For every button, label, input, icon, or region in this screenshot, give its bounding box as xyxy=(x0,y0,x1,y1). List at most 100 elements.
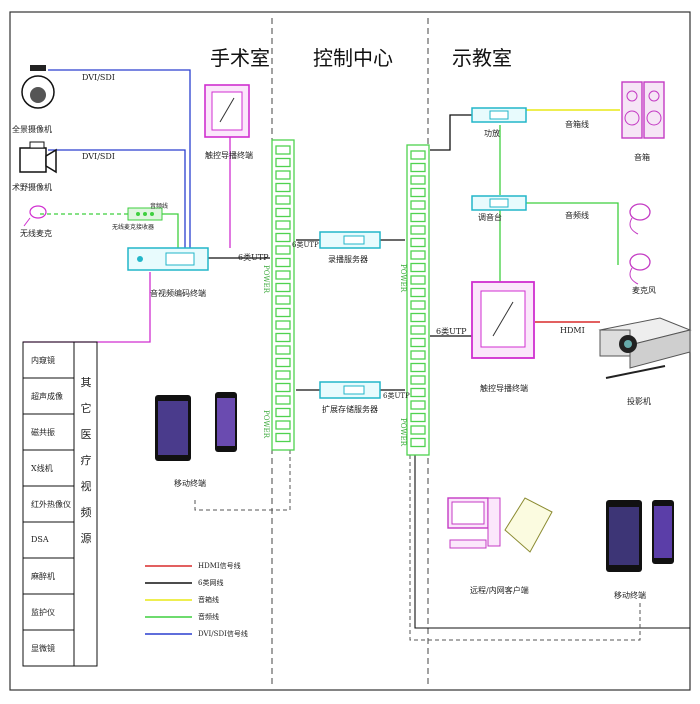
mobile-surgery-icon xyxy=(155,392,237,461)
remote-client-label: 远程/内网客户端 xyxy=(470,586,529,595)
switch-port xyxy=(275,245,291,255)
switch-port xyxy=(275,420,291,430)
legend-label: 6类网线 xyxy=(198,579,224,587)
other-sources-title-char: 源 xyxy=(80,532,92,545)
switch-port xyxy=(275,195,291,205)
touch-terminal-surgery-label: 触控导播终端 xyxy=(205,151,253,160)
wireless-receiver-icon xyxy=(127,207,163,221)
switch-port xyxy=(410,412,426,423)
other-source-item: 红外热像仪 xyxy=(31,500,71,509)
switch-port xyxy=(275,432,291,443)
switch-port xyxy=(275,282,291,293)
speaker-line-label: 音箱线 xyxy=(565,120,589,129)
switch-port xyxy=(275,395,291,405)
switch-port xyxy=(410,375,426,385)
audio-line-mic-label: 音频线 xyxy=(150,203,169,210)
switch-port xyxy=(410,262,426,273)
projector-icon xyxy=(598,317,692,379)
switch-demo xyxy=(406,144,430,456)
switch-port xyxy=(410,337,426,348)
switch-port xyxy=(275,257,291,268)
other-source-item: 超声成像 xyxy=(31,392,63,401)
hdmi-label: HDMI xyxy=(560,326,585,335)
switch-port xyxy=(410,425,426,435)
other-sources-title-char: 频 xyxy=(80,506,92,519)
switch-port xyxy=(410,175,426,185)
other-source-item: 磁共振 xyxy=(31,428,55,437)
zone-title-demo: 示教室 xyxy=(452,46,512,70)
switch-port xyxy=(275,332,291,343)
switch-port xyxy=(275,157,291,168)
utp-demo-label: 6类UTP xyxy=(436,327,467,336)
switch-port xyxy=(410,325,426,335)
switch-port xyxy=(275,357,291,368)
utp-storage-label: 6类UTP xyxy=(383,392,410,400)
wireless-mobile-demo xyxy=(409,455,641,641)
codec-to-sources-line xyxy=(23,272,151,343)
switch-port xyxy=(275,207,291,218)
other-sources-title-char: 疗 xyxy=(80,454,92,467)
wireless-mic-label: 无线麦克 xyxy=(20,229,52,238)
switch-port xyxy=(410,162,426,173)
switch-port xyxy=(410,362,426,373)
dvi-label-1: DVI/SDI xyxy=(82,73,115,82)
recording-server-icon xyxy=(319,231,381,249)
remote-client-icon xyxy=(447,497,553,553)
mic-audio-line xyxy=(160,213,179,248)
dvi-line-2 xyxy=(48,149,186,248)
wireless-receiver-label: 无线麦克接收器 xyxy=(112,224,155,231)
mobile-demo-label: 移动终端 xyxy=(614,591,646,600)
switch-port xyxy=(275,345,291,355)
amplifier-label: 功放 xyxy=(484,129,500,138)
mixer-mic-audio xyxy=(525,202,619,265)
switch-port xyxy=(275,307,291,318)
switch-demo-power-label-2: POWER xyxy=(399,418,407,447)
touch-terminal-surgery-icon xyxy=(204,84,250,138)
switch-port xyxy=(410,387,426,398)
switch-port xyxy=(410,237,426,248)
other-source-item: 麻醉机 xyxy=(31,572,55,581)
storage-server-label: 扩展存储服务器 xyxy=(322,405,378,414)
touch-terminal-demo-label: 触控导播终端 xyxy=(480,384,528,393)
amplifier-icon xyxy=(471,107,527,123)
switch-port xyxy=(275,295,291,305)
surgical-camera-icon xyxy=(19,141,57,174)
switch-surgery-power-label: POWER xyxy=(262,265,270,294)
legend-label: 音箱线 xyxy=(198,596,219,604)
switch-port xyxy=(275,182,291,193)
codec-terminal-icon xyxy=(127,247,209,271)
utp-recording-label: 6类UTP xyxy=(292,241,319,249)
switch-port xyxy=(410,200,426,210)
projector-label: 投影机 xyxy=(627,397,651,406)
switch-surgery xyxy=(271,139,295,451)
switch-port xyxy=(410,225,426,235)
other-source-item: X线机 xyxy=(31,464,53,473)
other-sources-title-char: 其 xyxy=(80,376,92,389)
legend-label: HDMI信号线 xyxy=(198,562,241,570)
other-sources-table xyxy=(22,341,98,667)
outer-frame xyxy=(9,11,691,691)
other-sources-title-char: 它 xyxy=(80,402,92,415)
speaker-label: 音箱 xyxy=(634,153,650,162)
switch-port xyxy=(275,320,291,330)
switch-port xyxy=(410,312,426,323)
dome-camera-label: 全景摄像机 xyxy=(12,125,52,134)
switch-port xyxy=(275,220,291,230)
switch-port xyxy=(410,275,426,285)
utp-switch-amp xyxy=(430,114,472,151)
mixer-icon xyxy=(471,195,527,211)
switch-port xyxy=(410,300,426,310)
switch-port xyxy=(410,212,426,223)
switch-port xyxy=(410,287,426,298)
switch-port xyxy=(410,350,426,360)
wireless-mobile-surgery xyxy=(194,440,291,511)
codec-terminal-label: 音视频编码终端 xyxy=(150,289,206,298)
switch-port xyxy=(275,270,291,280)
switch-port xyxy=(410,437,426,448)
audio-line-demo-label: 音频线 xyxy=(565,211,589,220)
switch-port xyxy=(410,400,426,410)
mixer-label: 调音台 xyxy=(478,213,502,222)
dome-camera-icon xyxy=(21,65,55,109)
other-source-item: DSA xyxy=(31,535,49,544)
